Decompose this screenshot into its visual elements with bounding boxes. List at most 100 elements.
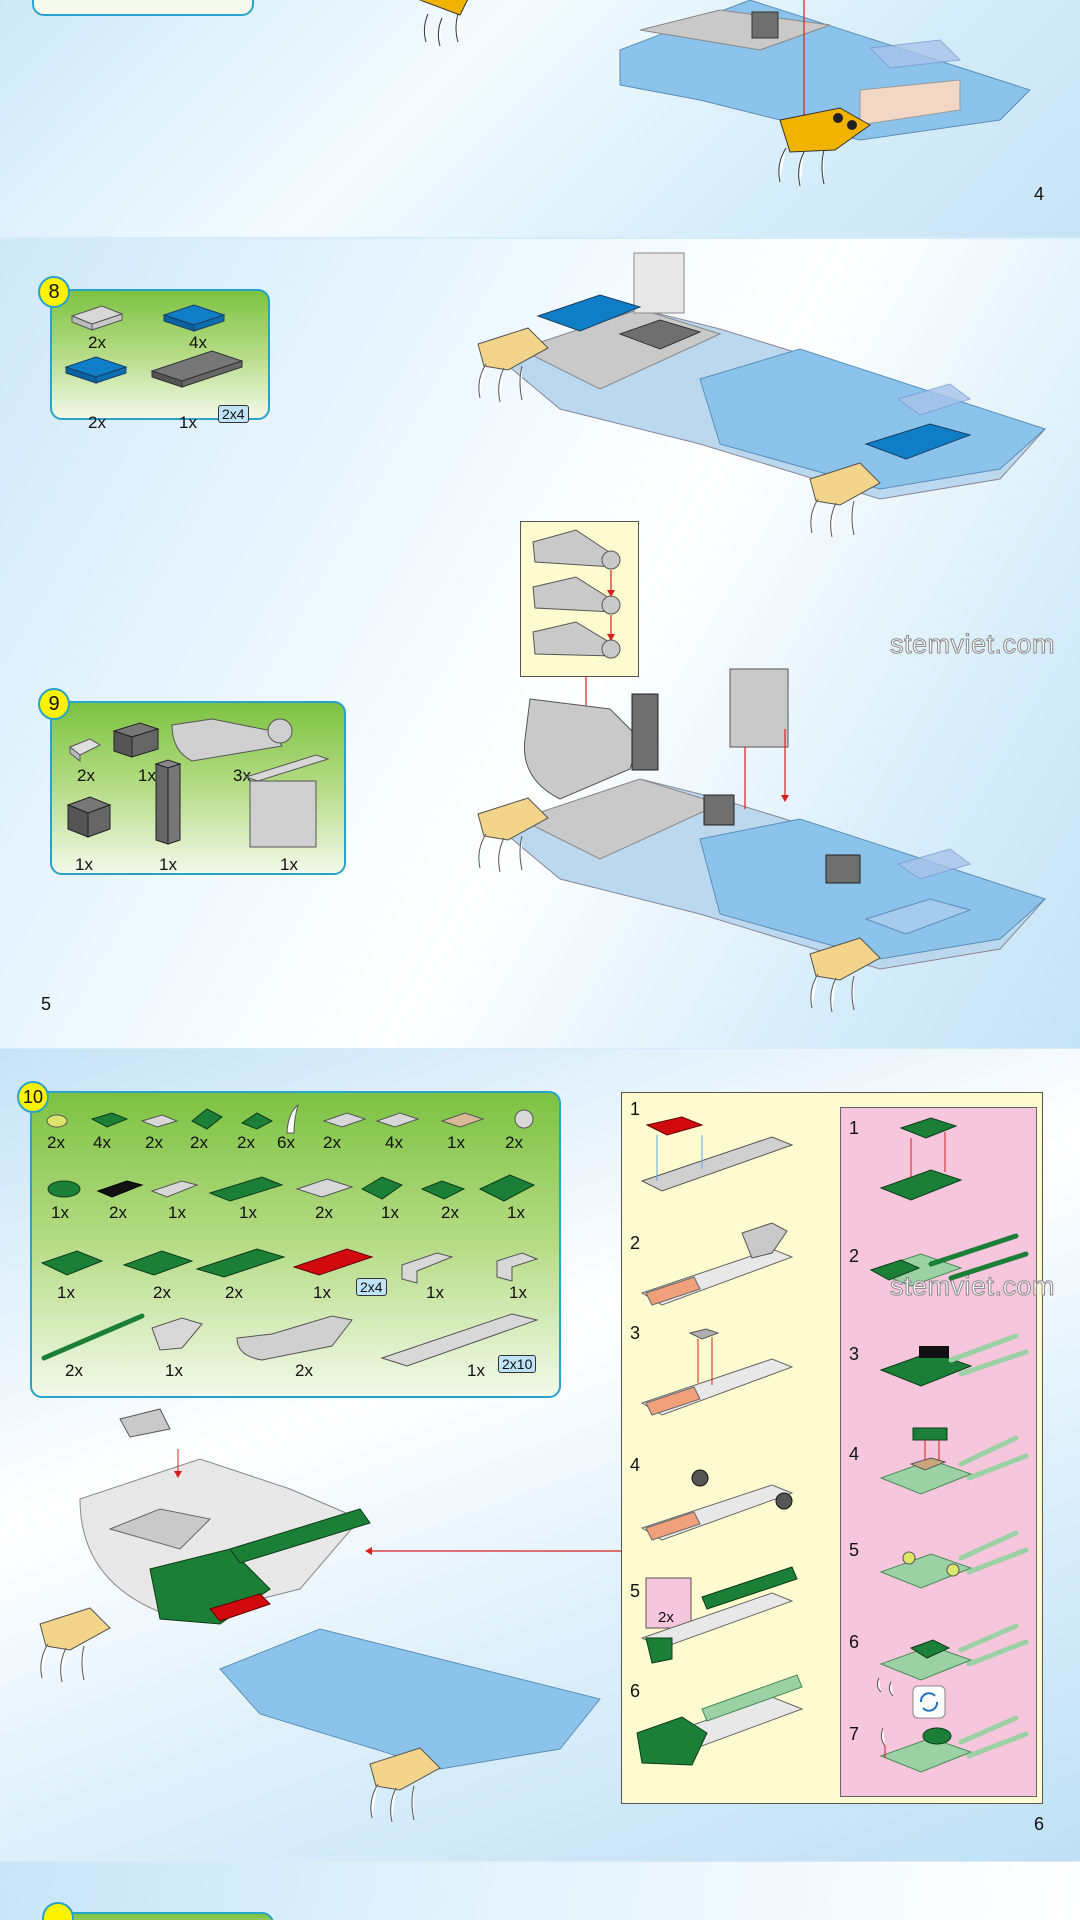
- watermark: stemviet.com: [889, 629, 1056, 660]
- head-step-2: [869, 1233, 1029, 1287]
- panel-drop: [729, 668, 789, 748]
- substep-6: [636, 1674, 804, 1766]
- model-illustration-step7: [418, 0, 1031, 187]
- part-dark-tile-2x4: [150, 350, 244, 388]
- substep-number: 6: [630, 1681, 641, 1701]
- gray-plate: [639, 9, 831, 51]
- callout-qty: 2x: [658, 1609, 674, 1626]
- part-green-grille: [195, 1248, 286, 1278]
- part-qty: 2x: [88, 413, 106, 432]
- substep-number: 1: [849, 1118, 860, 1138]
- substep-2: [640, 1222, 794, 1306]
- part-qty: 2x: [88, 333, 106, 352]
- head-step-4: [879, 1427, 1029, 1495]
- part-qty: 1x: [313, 1283, 331, 1302]
- parts-box-step-10: 2x 4x 2x 2x 2x 6x 2x 4x 1x 2x 1x 2x 1x 1…: [30, 1091, 561, 1398]
- parts-box-step-8: 2x 4x 2x 1x 2x4: [50, 289, 270, 432]
- part-qty: 1x: [159, 855, 177, 874]
- part-dark-brick-1x2: [112, 722, 160, 758]
- part-qty: 4x: [385, 1133, 403, 1152]
- parts-row-1: [46, 1103, 534, 1134]
- part-qty: 6x: [277, 1133, 295, 1152]
- fan-arm-subassembly: [520, 521, 639, 677]
- part-blue-tile: [64, 356, 128, 384]
- dark-brick-2: [825, 854, 861, 884]
- step-number-badge: 10: [17, 1081, 49, 1113]
- head-step-6: [876, 1623, 1029, 1697]
- page-4: 2x 2x 4: [0, 0, 1080, 237]
- part-red-tile-2x4: [292, 1248, 374, 1276]
- sub-assembly-panel: 1 2 3 4 5 6: [621, 1092, 1043, 1804]
- part-qty: 1x: [165, 1361, 183, 1380]
- part-green-wedge: [40, 1250, 104, 1276]
- substep-5: [640, 1566, 798, 1664]
- size-tag: 2x4: [218, 405, 249, 423]
- part-green-plate-2x3: [122, 1250, 194, 1276]
- substep-number: 4: [630, 1455, 641, 1475]
- substep-number: 2: [630, 1233, 641, 1253]
- model-illustration-step8: [477, 252, 1046, 538]
- part-qty: 2x: [175, 0, 193, 4]
- part-qty: 2x: [47, 1133, 65, 1152]
- part-qty: 2x: [225, 1283, 243, 1302]
- dark-brick: [751, 11, 779, 39]
- parts-row-2: [47, 1174, 536, 1202]
- part-green-round-plate: [47, 1180, 81, 1198]
- part-qty: 1x: [57, 1283, 75, 1302]
- part-qty: 1x: [447, 1133, 465, 1152]
- part-gray-inverted-slope: [151, 1317, 203, 1351]
- head-step-5: [879, 1530, 1029, 1589]
- step-number-badge: 8: [38, 276, 70, 308]
- light-blue-baseplate: [699, 818, 1046, 960]
- dark-tile: [618, 319, 702, 350]
- parts-box-step-9: 2x 1x 3x 1x 1x 1x: [50, 701, 346, 875]
- rotate-icon: [912, 1685, 946, 1719]
- part-gray-bar-plate: [140, 1114, 179, 1128]
- page-number: 4: [1034, 184, 1045, 204]
- part-qty: 2x: [81, 0, 99, 4]
- dark-brick: [703, 794, 735, 826]
- part-gray-bracket: [150, 1180, 199, 1198]
- croc-back: [229, 1508, 371, 1564]
- part-gray-plate-2x2-jumper: [295, 1178, 354, 1198]
- part-green-clip-plate: [90, 1112, 129, 1128]
- claw-right: [778, 107, 871, 187]
- part-green-clip-plate-2x2: [420, 1180, 466, 1200]
- claw-tan: [477, 327, 549, 403]
- model-illustration-step9: [477, 668, 1046, 1013]
- part-green-slope-2x2: [360, 1176, 404, 1200]
- page-6: 2x 4x 2x 2x 2x 6x 2x 4x 1x 2x 1x 2x 1x 1…: [0, 1049, 1080, 1861]
- part-qty: 2x: [237, 1133, 255, 1152]
- part-gray-brick-pin: [496, 1252, 539, 1282]
- part-gray-plate-2x10: [380, 1313, 539, 1367]
- blue-tiles-2: [864, 423, 972, 460]
- part-qty: 1x: [280, 855, 298, 874]
- trans-tile: [896, 848, 972, 880]
- parts-box-step-11: [60, 1912, 274, 1920]
- claw-tan: [39, 1607, 111, 1683]
- substep-number: 3: [849, 1344, 860, 1364]
- part-qty: 4x: [189, 333, 207, 352]
- part-panel-1x4x3: [244, 754, 330, 848]
- part-qty: 1x: [507, 1203, 525, 1222]
- page-number: 5: [41, 994, 52, 1014]
- claw-tan-2: [809, 462, 881, 538]
- substep-number: 5: [630, 1581, 641, 1601]
- part-qty: 1x: [239, 1203, 257, 1222]
- substep-1: [640, 1116, 794, 1192]
- part-plate-1x2-jumper: [70, 305, 124, 331]
- page-7: [0, 1862, 1080, 1920]
- prev-parts-box: 2x 2x: [32, 0, 254, 16]
- claw-left-top: [418, 0, 469, 47]
- fan-arm-stack: [532, 529, 621, 659]
- light-blue-baseplate: [699, 348, 1046, 490]
- substep-number: 6: [849, 1632, 860, 1652]
- transparent-tile: [868, 39, 962, 69]
- part-qty: 2x: [441, 1203, 459, 1222]
- croc-mouth: [209, 1593, 271, 1622]
- claw-tan-2: [369, 1747, 441, 1823]
- page-number: 6: [1034, 1814, 1045, 1834]
- sub-assembly-illustrations: [636, 1116, 804, 1766]
- parts-row-3: [40, 1248, 539, 1284]
- page-5: 2x 4x 2x 1x 2x4 8: [0, 239, 1080, 1048]
